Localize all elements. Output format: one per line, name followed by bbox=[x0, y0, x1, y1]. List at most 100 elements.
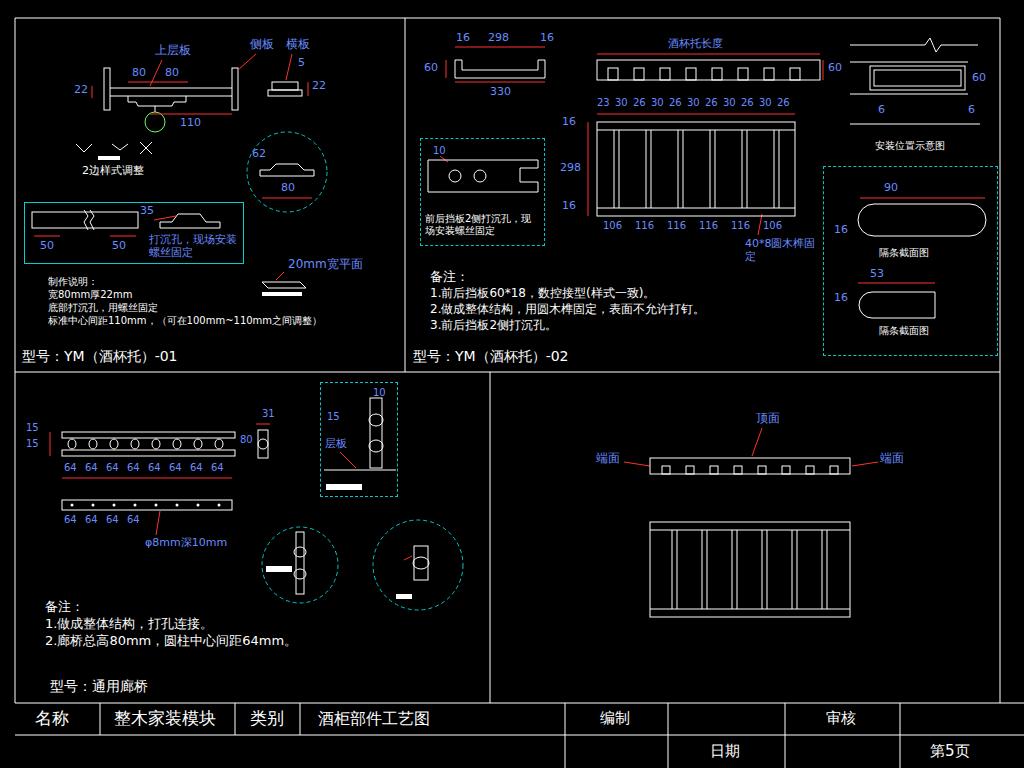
note-text: 型号：通用廊桥 bbox=[50, 678, 148, 694]
shelf-drawing bbox=[104, 68, 110, 110]
board-drawing bbox=[597, 122, 795, 216]
dimension-label: 侧板 bbox=[250, 38, 274, 52]
shelf-drawing bbox=[160, 214, 220, 228]
dimension-label: 64 bbox=[127, 462, 140, 474]
board-drawing bbox=[672, 530, 827, 609]
box-text: 层板 bbox=[325, 437, 347, 450]
note-text: 编制 bbox=[600, 710, 630, 727]
note-text: 制作说明： bbox=[48, 276, 98, 288]
dimension-label: φ8mm深10mm bbox=[145, 537, 227, 550]
note-text: 备注： bbox=[45, 600, 84, 615]
solid-bar bbox=[326, 484, 362, 490]
dimension-label: 60 bbox=[424, 62, 438, 75]
dimension-line bbox=[823, 60, 824, 80]
hole-dot bbox=[71, 504, 221, 507]
dimension-label: 顶面 bbox=[756, 412, 780, 426]
dimension-label: 22 bbox=[74, 84, 88, 97]
hole-dot bbox=[176, 504, 179, 507]
dimension-line bbox=[92, 86, 93, 98]
board-drawing bbox=[650, 522, 850, 617]
board-drawing bbox=[597, 130, 795, 131]
frame-line bbox=[15, 735, 1024, 736]
board-drawing bbox=[597, 208, 795, 209]
frame-line bbox=[15, 18, 1000, 19]
gallery-rail-drawing bbox=[369, 414, 383, 426]
board-drawing bbox=[874, 70, 961, 86]
note-text: 2.廊桥总高80mm，圆柱中心间距64mm。 bbox=[45, 634, 297, 649]
board-drawing bbox=[608, 68, 618, 80]
gallery-rail-drawing bbox=[194, 439, 202, 449]
note-text: 第5页 bbox=[930, 743, 970, 760]
frame-line bbox=[100, 703, 101, 735]
detail-box: 打沉孔，现场安装螺丝固定 bbox=[24, 202, 244, 264]
dimension-line bbox=[852, 462, 878, 466]
dimension-label: 298 bbox=[560, 162, 581, 175]
gallery-rail-drawing bbox=[68, 439, 76, 449]
board-drawing bbox=[764, 68, 774, 80]
hole-dot bbox=[71, 504, 74, 507]
box-text: 10 bbox=[373, 387, 386, 399]
gallery-rail-drawing bbox=[413, 557, 429, 569]
shelf-drawing bbox=[155, 106, 156, 112]
frame-line bbox=[15, 372, 1000, 373]
detail-box: 10前后挡板2侧打沉孔，现场安装螺丝固定 bbox=[420, 138, 545, 246]
dimension-label: 330 bbox=[490, 86, 511, 99]
dimension-line bbox=[128, 82, 188, 83]
dimension-line bbox=[34, 47, 985, 560]
box-text: 53 bbox=[870, 267, 884, 280]
dimension-label: 23 bbox=[597, 97, 610, 109]
dimension-line bbox=[256, 424, 270, 425]
board-drawing bbox=[597, 60, 820, 80]
board-drawing bbox=[806, 466, 814, 474]
gallery-rail-drawing bbox=[324, 470, 396, 471]
frame-line bbox=[668, 703, 669, 768]
dimension-label: 64 bbox=[64, 514, 77, 526]
dimension-label: 横板 bbox=[286, 38, 310, 52]
dimension-label: 64 bbox=[106, 462, 119, 474]
dimension-line bbox=[150, 60, 162, 86]
detail-circle bbox=[262, 527, 338, 603]
dimension-line bbox=[455, 47, 545, 48]
gallery-rail-drawing bbox=[62, 500, 232, 510]
frame-line bbox=[490, 372, 491, 703]
gallery-rail-drawing bbox=[152, 439, 160, 449]
dimension-label: 116 bbox=[635, 220, 654, 232]
board-drawing bbox=[734, 466, 742, 474]
board-drawing bbox=[474, 170, 486, 182]
solid-bar bbox=[98, 156, 120, 160]
board-drawing bbox=[449, 170, 461, 182]
note-text: 酒柜部件工艺图 bbox=[318, 710, 430, 728]
dimension-label: 64 bbox=[148, 462, 161, 474]
frame-line bbox=[405, 18, 406, 372]
dimension-label: 26 bbox=[669, 97, 682, 109]
dimension-line bbox=[860, 198, 985, 199]
dimension-line bbox=[110, 236, 136, 237]
dimension-label: 106 bbox=[763, 220, 782, 232]
dimension-line bbox=[156, 511, 160, 535]
dimension-label: 40*8圆木榫固定 bbox=[745, 238, 817, 263]
board-drawing bbox=[650, 530, 850, 531]
dimension-label: 16 bbox=[562, 116, 576, 129]
dimension-label: 80 bbox=[165, 67, 179, 80]
dimension-label: 端面 bbox=[880, 452, 904, 466]
dimension-line bbox=[150, 114, 232, 115]
box-text: 10 bbox=[433, 145, 446, 157]
board-drawing bbox=[790, 68, 800, 80]
gallery-rail-drawing bbox=[173, 439, 181, 449]
solid-bar bbox=[98, 156, 412, 599]
dimension-line bbox=[262, 198, 312, 199]
board-drawing bbox=[686, 466, 694, 474]
note-text: 日期 bbox=[710, 743, 740, 760]
board-drawing bbox=[650, 609, 850, 610]
shelf-drawing bbox=[110, 88, 232, 89]
dimension-label: 116 bbox=[731, 220, 750, 232]
dimension-label: 26 bbox=[633, 97, 646, 109]
shelf-drawing bbox=[112, 144, 128, 150]
wine-glass bbox=[145, 112, 165, 132]
board-drawing bbox=[686, 68, 696, 80]
dimension-label: 6 bbox=[878, 104, 885, 117]
dimension-label: 50 bbox=[112, 240, 126, 253]
note-text: 2边样式调整 bbox=[82, 165, 144, 178]
box-text: 15 bbox=[327, 411, 340, 423]
dimension-label: 5 bbox=[298, 57, 305, 70]
